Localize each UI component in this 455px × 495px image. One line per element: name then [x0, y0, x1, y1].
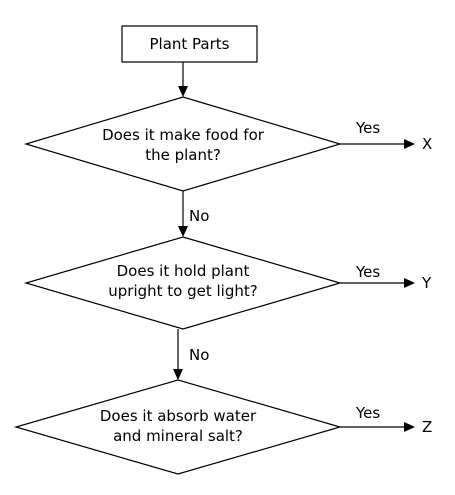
arrowhead-start-to-q1 [178, 86, 188, 97]
start-box [121, 25, 258, 63]
yes-branch-3-arrowhead [404, 422, 415, 432]
decision-3-diamond [13, 379, 343, 475]
decision-3-line-1: Does it absorb water [100, 407, 257, 425]
yes-label-3: Yes [355, 404, 380, 422]
outcome-y: Y [421, 274, 432, 292]
no-branch-2-arrowhead [173, 369, 183, 380]
no-label-2: No [189, 346, 209, 364]
decision-2-line-2: upright to get light? [108, 282, 257, 300]
decision-2-line-1: Does it hold plant [117, 262, 250, 280]
yes-label-2: Yes [355, 263, 380, 281]
yes-label-1: Yes [355, 119, 380, 137]
yes-branch-2-arrowhead [404, 278, 415, 288]
outcome-z: Z [422, 418, 432, 436]
decision-3-line-2: and mineral salt? [113, 427, 243, 445]
decision-1-line-2: the plant? [145, 146, 221, 164]
no-branch-1-arrowhead [178, 226, 188, 237]
decision-1-diamond [23, 96, 343, 192]
yes-branch-1-arrowhead [404, 139, 415, 149]
outcome-x: X [422, 135, 432, 153]
no-label-1: No [189, 207, 209, 225]
start-box-label: Plant Parts [150, 35, 230, 53]
decision-2-diamond [23, 236, 343, 330]
decision-1-line-1: Does it make food for [102, 126, 265, 144]
